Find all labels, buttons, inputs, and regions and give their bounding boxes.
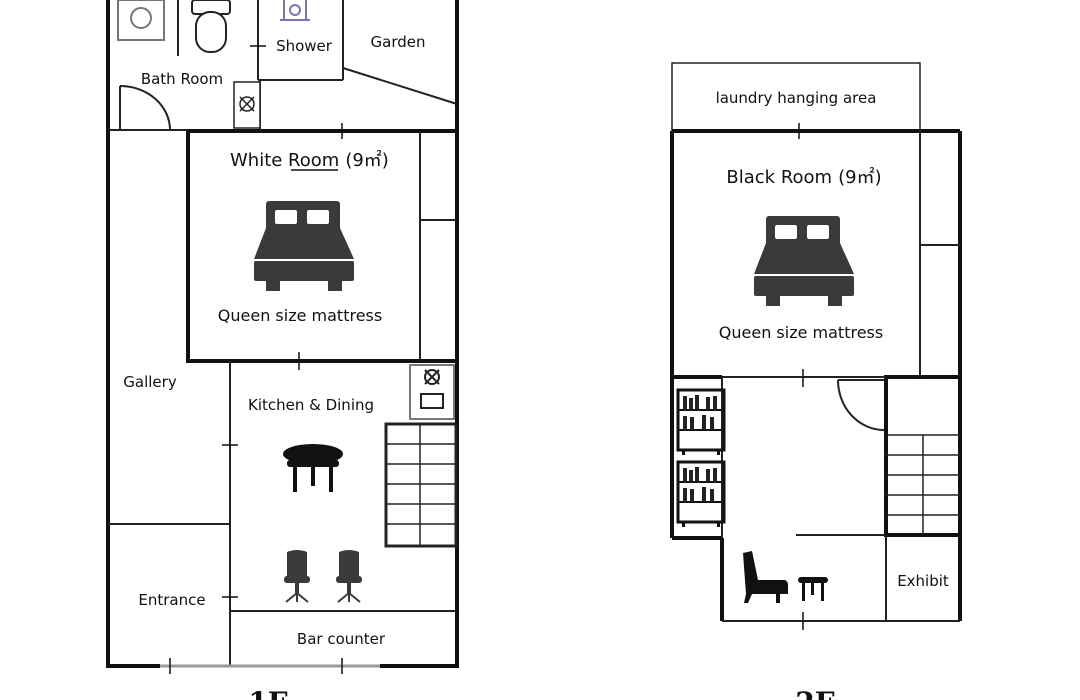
bookshelf-icon (676, 388, 726, 455)
white-room-mattress-label: Queen size mattress (218, 306, 382, 325)
shower-icon (280, 0, 310, 21)
door-ticks-2f (798, 123, 804, 630)
washing-machine-icon (117, 0, 165, 41)
shower-label: Shower (276, 37, 333, 55)
armchair-icon (743, 551, 788, 603)
white-room-title: White Room(9㎡) (230, 149, 389, 171)
walls-1f (106, 0, 459, 668)
bookshelf-icon (676, 460, 726, 527)
toilet-icon (177, 0, 231, 56)
floor-1f-label: 1F (248, 686, 287, 700)
entrance-label: Entrance (138, 591, 205, 609)
floor-1f: Bath Room Shower Garden White Room(9㎡) Q… (106, 0, 459, 700)
black-room-title: Black Room(9㎡) (726, 166, 881, 188)
door-ticks-1f (169, 45, 343, 674)
bed-icon (754, 216, 854, 306)
gallery-label: Gallery (123, 373, 177, 391)
partitions-2f (721, 131, 960, 622)
kitchen-stove-icon (409, 364, 455, 420)
bar-counter-label: Bar counter (297, 630, 386, 648)
stove-icon (233, 81, 261, 129)
table-icon (283, 444, 343, 492)
garden-label: Garden (371, 33, 426, 51)
floor-2f: laundry hanging area (670, 62, 962, 700)
chair-icon (284, 550, 310, 603)
kitchen-dining-label: Kitchen & Dining (248, 396, 374, 414)
exhibit-label: Exhibit (897, 572, 949, 590)
black-room-mattress-label: Queen size mattress (719, 323, 883, 342)
chair-icon (336, 550, 362, 603)
floor-2f-label: 2F (795, 686, 834, 700)
laundry-label: laundry hanging area (716, 89, 877, 107)
partitions-1f (108, 0, 458, 668)
bed-icon (254, 201, 354, 291)
stairs-1f (384, 422, 458, 548)
stool-icon (798, 577, 828, 601)
stairs-2f (886, 434, 960, 535)
bath-room-label: Bath Room (141, 70, 223, 88)
